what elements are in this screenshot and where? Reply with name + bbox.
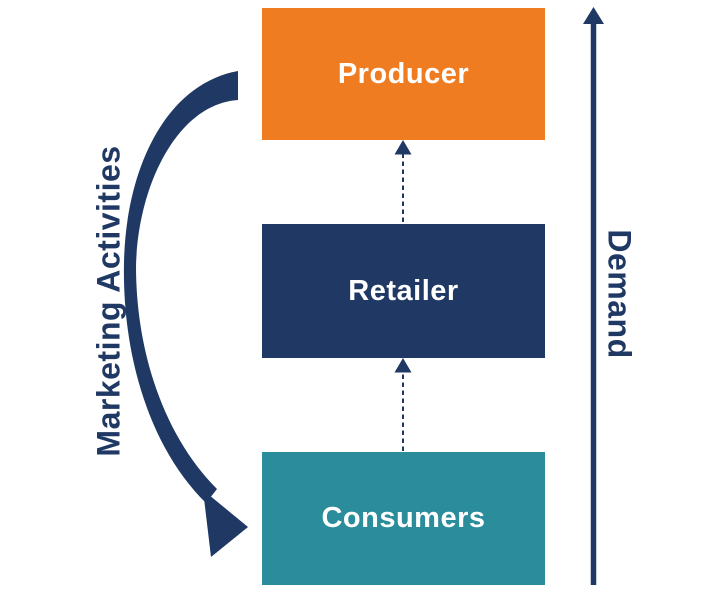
producer-label: Producer (337, 57, 470, 90)
curved-arrow-body (123, 71, 238, 503)
arrowhead-up-icon (394, 358, 412, 373)
demand-arrow (583, 7, 604, 585)
arrow-consumers-to-retailer (394, 358, 412, 451)
arrowhead-up-icon (583, 7, 604, 24)
marketing-activities-arrow (123, 71, 248, 557)
curved-arrow-head-icon (203, 490, 248, 557)
retailer-box: Retailer (262, 224, 545, 358)
consumers-box: Consumers (262, 452, 545, 585)
demand-label: Demand (601, 229, 638, 359)
marketing-activities-label: Marketing Activities (90, 145, 127, 457)
arrow-retailer-to-producer (394, 140, 412, 222)
arrowhead-up-icon (394, 140, 412, 155)
retailer-label: Retailer (348, 274, 459, 307)
producer-box: Producer (262, 8, 545, 140)
consumers-label: Consumers (321, 502, 486, 534)
